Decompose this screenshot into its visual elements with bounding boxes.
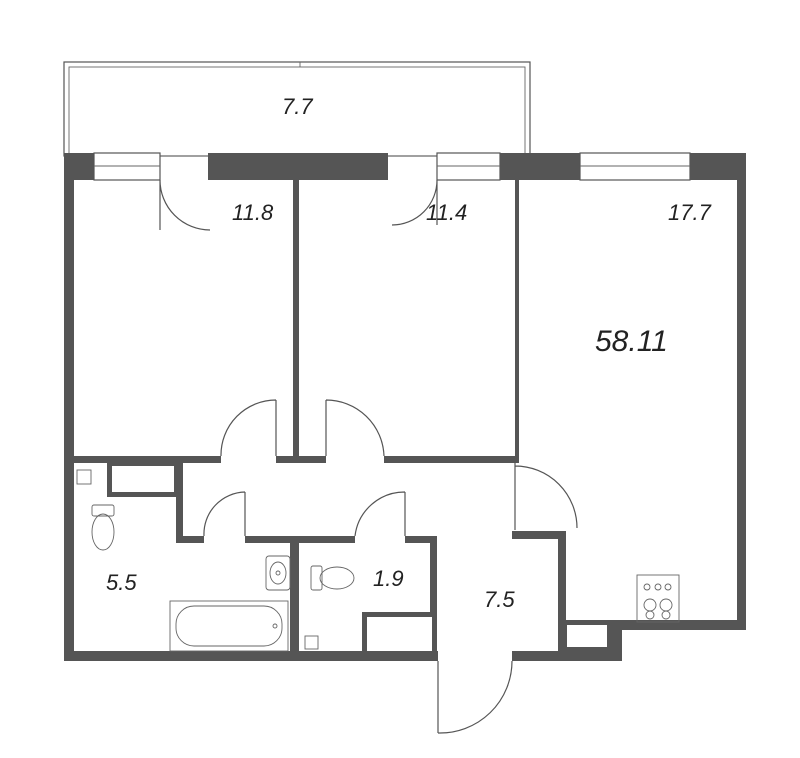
door <box>159 179 211 231</box>
window <box>436 152 501 181</box>
wall-segment <box>690 153 746 180</box>
wall-segment <box>500 153 580 180</box>
wall-segment <box>512 531 562 539</box>
washbasin <box>265 555 291 591</box>
door <box>203 491 246 537</box>
window <box>579 152 691 181</box>
walls <box>64 153 746 661</box>
wall-segment <box>208 153 388 180</box>
wall-segment <box>290 536 299 651</box>
living-kitchen-area: 17.7 <box>668 200 712 225</box>
wall-segment <box>176 463 183 543</box>
wall-segment <box>64 651 438 661</box>
door <box>514 463 578 530</box>
entrance-door <box>437 660 513 734</box>
labels: 7.7 11.8 11.4 17.7 58.11 5.5 1.9 7.5 <box>106 94 712 612</box>
wall-segment <box>64 153 74 661</box>
toilet-area: 1.9 <box>373 566 404 591</box>
doors <box>159 179 578 734</box>
wall-segment <box>74 456 221 463</box>
bathroom-area: 5.5 <box>106 570 137 595</box>
wall-segment <box>612 620 622 661</box>
door <box>220 399 277 457</box>
window <box>93 152 161 181</box>
wall-segment <box>430 536 437 651</box>
door <box>391 179 438 226</box>
balcony-area: 7.7 <box>282 94 313 119</box>
corner-sink <box>76 469 92 485</box>
bedroom-middle-area: 11.4 <box>426 200 467 225</box>
wall-segment <box>515 153 519 463</box>
wall-segment <box>293 180 299 463</box>
bathtub <box>169 600 289 652</box>
wall-segment <box>558 531 566 651</box>
wall-segment <box>405 536 437 543</box>
bathroom-toilet <box>91 504 115 551</box>
wall-segment <box>384 456 519 463</box>
wall-segment <box>512 651 622 661</box>
fixtures <box>76 469 680 652</box>
wc-toilet <box>310 565 355 591</box>
door <box>354 491 406 537</box>
wall-segment <box>612 620 746 630</box>
bedroom-left-area: 11.8 <box>232 200 274 225</box>
stove <box>636 574 680 623</box>
windows <box>93 152 691 181</box>
hallway-area: 7.5 <box>484 587 515 612</box>
wall-segment <box>245 536 355 543</box>
wall-segment <box>276 456 326 463</box>
wall-segment <box>176 536 204 543</box>
wall-segment <box>737 153 746 630</box>
total-area: 58.11 <box>595 325 668 358</box>
floor-drain <box>304 635 319 650</box>
door <box>325 399 385 457</box>
